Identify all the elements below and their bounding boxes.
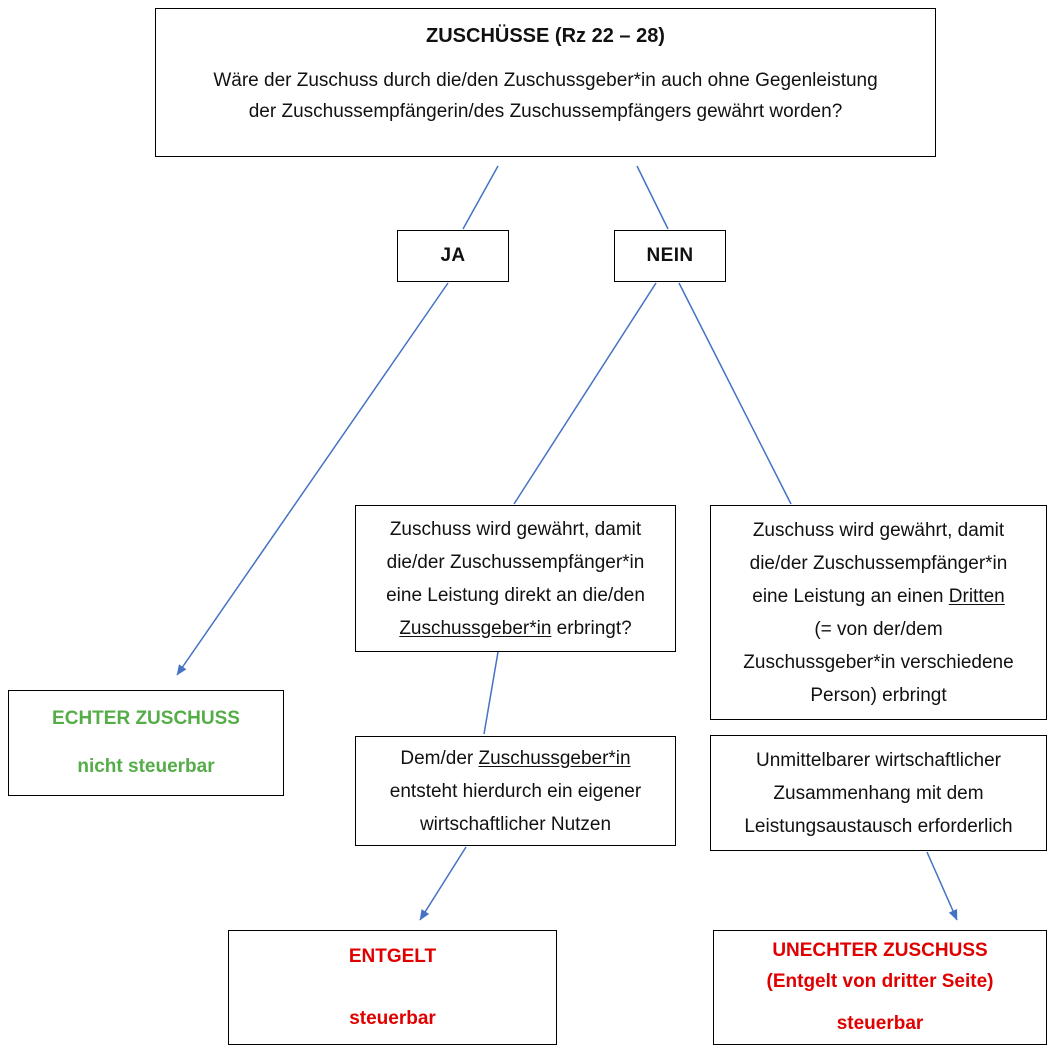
edge-nein-to-mid-question <box>513 282 657 505</box>
edge-mid-question-to-benefit <box>483 651 499 735</box>
text-line: Zusammenhang mit dem <box>773 782 984 804</box>
edge-condition-to-unechter-arrow <box>926 851 958 921</box>
text-line: Person) erbringt <box>810 684 947 706</box>
edge-ja-to-echter-arrow <box>176 282 449 676</box>
text-line: Zuschuss wird gewährt, damit <box>389 518 642 540</box>
text-line: eine Leistung direkt an die/den <box>386 584 645 606</box>
ja-box: JA <box>397 230 509 282</box>
root-question-text: Wäre der Zuschuss durch die/den Zuschuss… <box>213 65 877 127</box>
text-line: der Zuschussempfängerin/des Zuschussempf… <box>248 101 843 122</box>
text-line: Zuschussgeber*in verschiedene <box>743 651 1014 673</box>
edge-root-to-nein <box>636 165 669 230</box>
edge-benefit-to-entgelt-arrow <box>419 846 467 921</box>
nein-box: NEIN <box>614 230 726 282</box>
root-question-box: ZUSCHÜSSE (Rz 22 – 28) Wäre der Zuschuss… <box>155 8 936 157</box>
text-line: die/der Zuschussempfänger*in <box>749 552 1008 574</box>
text-line: ECHTER ZUSCHUSS <box>52 708 240 729</box>
text-line: (= von der/dem <box>814 618 943 640</box>
text-line: Leistungsaustausch erforderlich <box>744 815 1013 837</box>
entgelt-result-box: ENTGELT steuerbar <box>228 930 557 1045</box>
text-line: Wäre der Zuschuss durch die/den Zuschuss… <box>213 70 878 91</box>
text-line: die/der Zuschussempfänger*in <box>386 551 645 573</box>
text-line: steuerbar <box>349 1007 436 1029</box>
text-line: entsteht hierdurch ein eigener <box>389 780 642 802</box>
text-line: (Entgelt von dritter Seite) <box>766 971 994 992</box>
text-line: eine Leistung an einen Dritten <box>752 585 1005 607</box>
unechter-zuschuss-result-box: UNECHTER ZUSCHUSS (Entgelt von dritter Se… <box>713 930 1047 1045</box>
text-line: UNECHTER ZUSCHUSS <box>772 940 988 961</box>
echter-zuschuss-result-box: ECHTER ZUSCHUSS nicht steuerbar <box>8 690 284 796</box>
text-line: steuerbar <box>836 1013 924 1034</box>
text-line: ENTGELT <box>348 945 437 967</box>
mid-question-box: Zuschuss wird gewährt, damit die/der Zusc… <box>355 505 676 652</box>
edge-root-to-ja <box>462 165 499 230</box>
text-line: Zuschussgeber*in erbringt? <box>399 617 632 639</box>
edge-nein-to-right-question <box>678 282 792 505</box>
mid-benefit-box: Dem/der Zuschussgeber*in entsteht hierdur… <box>355 736 676 846</box>
text-line: wirtschaftlicher Nutzen <box>419 813 612 835</box>
text-line: Dem/der Zuschussgeber*in <box>400 747 631 769</box>
text-line: Unmittelbarer wirtschaftlicher <box>756 749 1001 771</box>
text-line: nicht steuerbar <box>77 756 215 777</box>
root-title: ZUSCHÜSSE (Rz 22 – 28) <box>426 25 665 47</box>
right-question-box: Zuschuss wird gewährt, damit die/der Zusc… <box>710 505 1047 720</box>
underlined-text: Dritten <box>948 585 1005 607</box>
text-line: Zuschuss wird gewährt, damit <box>752 519 1005 541</box>
underlined-text: Zuschussgeber*in <box>478 747 631 769</box>
underlined-text: Zuschussgeber*in <box>399 617 552 639</box>
